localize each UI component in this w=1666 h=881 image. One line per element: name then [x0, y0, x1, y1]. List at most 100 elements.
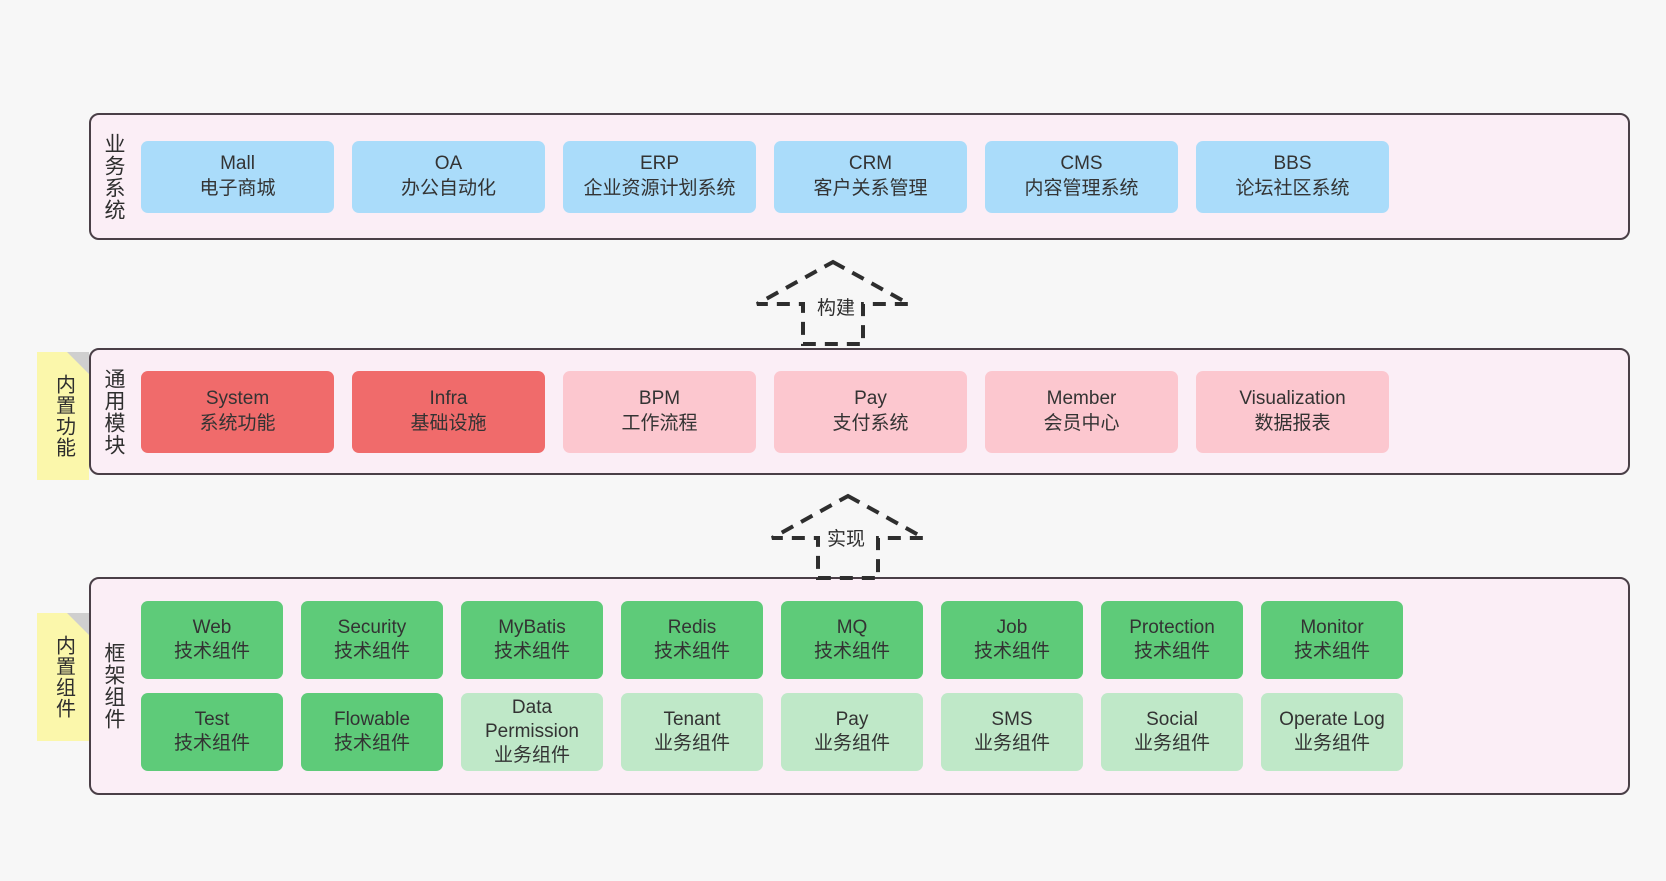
cell-subtitle: 技术组件	[973, 641, 1050, 662]
framework-card-tenant[interactable]: Tenant 业务组件	[621, 693, 763, 771]
cell-subtitle: 系统功能	[199, 412, 276, 434]
cell-subtitle: 会员中心	[1043, 412, 1120, 434]
framework-card-web[interactable]: Web 技术组件	[141, 601, 283, 679]
sticky-label-builtin-components: 内置组件	[52, 635, 75, 719]
cell-title: Data Permission	[485, 696, 579, 742]
framework-card-social[interactable]: Social 业务组件	[1101, 693, 1243, 771]
cell-subtitle: 工作流程	[621, 412, 698, 434]
cell-title: Pay	[835, 708, 869, 730]
cell-subtitle: 客户关系管理	[813, 177, 928, 199]
framework-card-security[interactable]: Security 技术组件	[301, 601, 443, 679]
cell-title: ERP	[639, 153, 680, 175]
cell-subtitle: 技术组件	[333, 641, 410, 662]
layer-title-framework: 框架组件	[102, 642, 126, 730]
cell-subtitle: 办公自动化	[400, 177, 496, 199]
cell-subtitle: 电子商城	[199, 177, 276, 199]
cell-subtitle: 技术组件	[173, 733, 250, 754]
cell-subtitle: 内容管理系统	[1024, 177, 1139, 199]
framework-card-protection[interactable]: Protection 技术组件	[1101, 601, 1243, 679]
cell-title: SMS	[991, 708, 1033, 730]
cell-title: Operate Log	[1279, 708, 1385, 730]
cell-title: CRM	[848, 153, 893, 175]
sticky-fold-icon	[67, 613, 89, 635]
cell-title: Infra	[429, 388, 468, 410]
cell-title: BBS	[1273, 153, 1312, 175]
cell-subtitle: 论坛社区系统	[1235, 177, 1350, 199]
cell-title: BPM	[638, 388, 681, 410]
cell-title: Redis	[667, 616, 717, 638]
framework-card-redis[interactable]: Redis 技术组件	[621, 601, 763, 679]
cell-title: Mall	[220, 153, 255, 175]
cell-title: Test	[194, 708, 230, 730]
cell-title: Tenant	[663, 708, 721, 730]
framework-card-flowable[interactable]: Flowable 技术组件	[301, 693, 443, 771]
cell-title: OA	[434, 153, 463, 175]
cell-subtitle: 数据报表	[1254, 412, 1331, 434]
generalization-arrow-implement	[768, 492, 928, 580]
cell-subtitle: 业务组件	[1293, 733, 1370, 754]
cell-title: Job	[996, 616, 1028, 638]
cell-subtitle: 业务组件	[653, 733, 730, 754]
cell-subtitle: 技术组件	[333, 733, 410, 754]
cell-title: Monitor	[1300, 616, 1364, 638]
cell-title: Flowable	[333, 708, 411, 730]
cell-subtitle: 技术组件	[653, 641, 730, 662]
framework-card-sms[interactable]: SMS 业务组件	[941, 693, 1083, 771]
framework-card-operate-log[interactable]: Operate Log 业务组件	[1261, 693, 1403, 771]
cell-subtitle: 业务组件	[1133, 733, 1210, 754]
connector-label-build: 构建	[815, 293, 858, 320]
cell-subtitle: 技术组件	[493, 641, 570, 662]
cell-title: Member	[1046, 388, 1117, 410]
cell-title: MyBatis	[498, 616, 566, 638]
framework-card-mq[interactable]: MQ 技术组件	[781, 601, 923, 679]
cell-title: Web	[192, 616, 232, 638]
cell-title: CMS	[1060, 153, 1103, 175]
generalization-arrow-build	[753, 258, 913, 346]
framework-card-test[interactable]: Test 技术组件	[141, 693, 283, 771]
cell-title: Protection	[1129, 616, 1215, 638]
cell-subtitle: 企业资源计划系统	[583, 177, 736, 199]
layer-title-business: 业务系统	[102, 132, 126, 221]
layer-title-common: 通用模块	[102, 367, 126, 456]
cell-subtitle: 技术组件	[173, 641, 250, 662]
cell-subtitle: 基础设施	[410, 412, 487, 434]
cell-subtitle: 支付系统	[832, 412, 909, 434]
framework-card-data-permission[interactable]: Data Permission 业务组件	[461, 693, 603, 771]
sticky-note-builtin-functions: 内置功能	[37, 352, 89, 480]
framework-card-mybatis[interactable]: MyBatis 技术组件	[461, 601, 603, 679]
sticky-fold-icon	[67, 352, 89, 374]
cell-title: Social	[1146, 708, 1198, 730]
cell-subtitle: 业务组件	[973, 733, 1050, 754]
sticky-label-builtin-functions: 内置功能	[52, 374, 75, 458]
sticky-note-builtin-components: 内置组件	[37, 613, 89, 741]
cell-title: System	[205, 388, 270, 410]
cell-subtitle: 技术组件	[813, 641, 890, 662]
cell-subtitle: 技术组件	[1133, 641, 1210, 662]
framework-card-job[interactable]: Job 技术组件	[941, 601, 1083, 679]
cell-title: MQ	[836, 616, 868, 638]
cell-title: Security	[337, 616, 407, 638]
cell-subtitle: 业务组件	[493, 745, 570, 767]
